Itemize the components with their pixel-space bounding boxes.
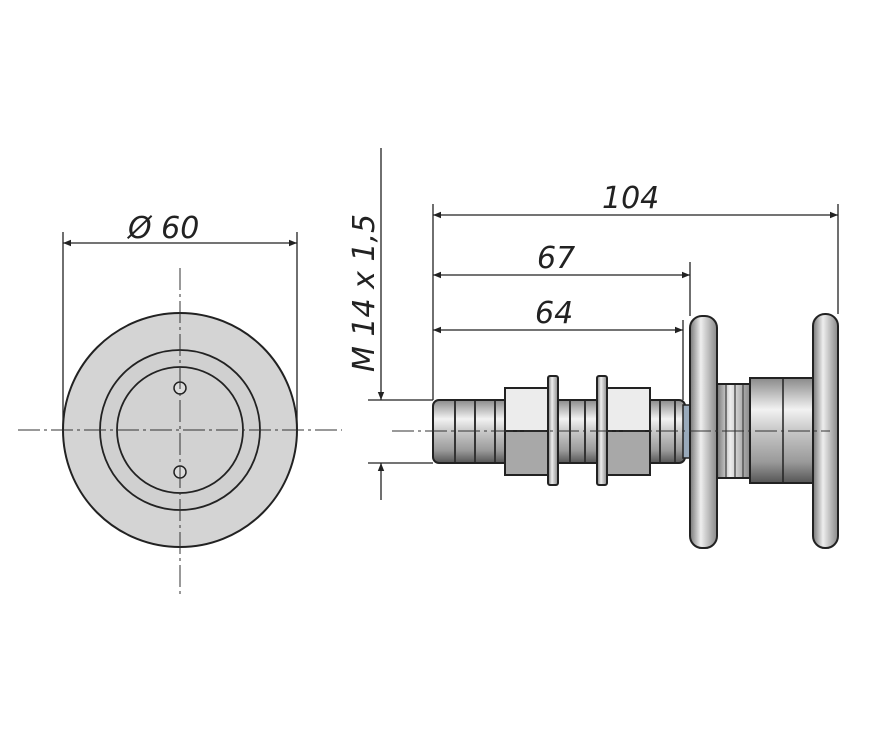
nut [606, 387, 651, 476]
diameter-label: Ø 60 [126, 211, 199, 246]
thread-label: M 14 x 1,5 [347, 214, 382, 372]
dimension-64-label: 64 [535, 296, 573, 331]
dimension-104-label: 104 [602, 181, 659, 216]
inner-disc [689, 315, 718, 549]
side-view: 104 67 64 M 14 x 1,5 [347, 148, 839, 549]
front-view: Ø 60 [18, 211, 342, 594]
dimension-67-label: 67 [537, 241, 575, 276]
